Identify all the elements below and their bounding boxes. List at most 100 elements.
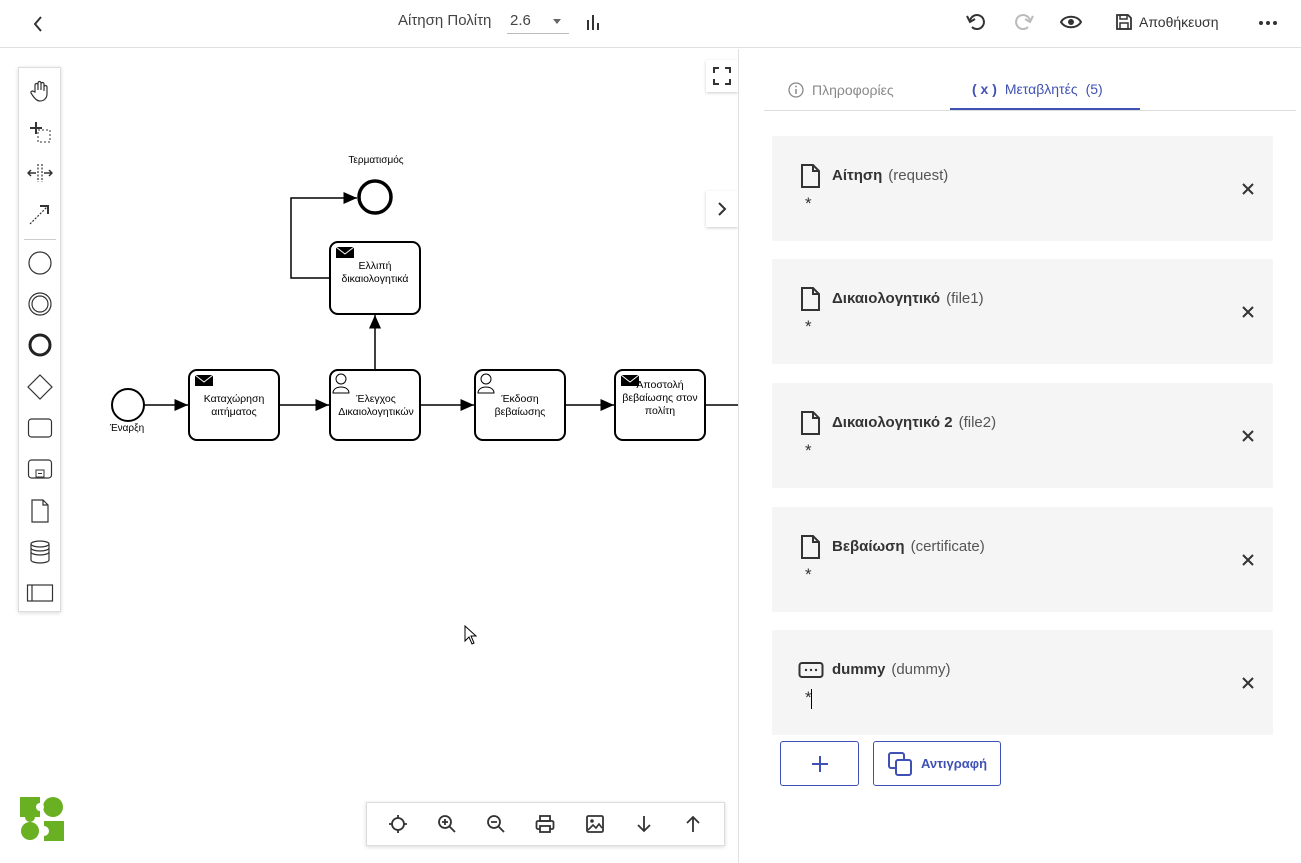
mouse-cursor-icon xyxy=(464,624,478,645)
export-image-button[interactable] xyxy=(579,808,611,840)
task-missing-documents[interactable]: Ελλιπή δικαιολογητικά xyxy=(329,241,421,315)
copy-button[interactable]: Αντιγραφή xyxy=(873,741,1001,786)
create-data-object[interactable] xyxy=(24,495,56,527)
intermediate-event-icon xyxy=(28,292,52,316)
redo-button[interactable] xyxy=(1011,9,1037,35)
center-button[interactable] xyxy=(382,808,414,840)
statistics-button[interactable] xyxy=(582,11,604,33)
sequence-flow[interactable] xyxy=(290,192,357,279)
start-event-label: Έναρξη xyxy=(109,423,144,434)
create-data-store[interactable] xyxy=(24,536,56,568)
variable-key: (certificate) xyxy=(910,538,985,555)
back-button[interactable] xyxy=(26,12,50,36)
delete-variable-button[interactable] xyxy=(1239,674,1257,692)
task-issue-certificate[interactable]: Έκδοση βεβαίωσης xyxy=(474,369,566,441)
tool-palette xyxy=(18,67,61,612)
data-object-icon xyxy=(31,499,49,523)
print-button[interactable] xyxy=(529,808,561,840)
task-send-certificate[interactable]: Αποστολή βεβαίωσης στον πολίτη xyxy=(614,369,706,441)
variable-name: Δικαιολογητικό 2(file2) xyxy=(832,414,997,431)
task-register-request[interactable]: Καταχώρηση αιτήματος xyxy=(188,369,280,441)
variable-card[interactable]: Δικαιολογητικό(file1) * xyxy=(772,259,1273,364)
undo-button[interactable] xyxy=(963,9,989,35)
properties-panel: Πληροφορίες ( x ) Μεταβλητές (5) Αίτηση(… xyxy=(738,49,1301,863)
arrow-down-icon xyxy=(637,816,651,833)
add-variable-button[interactable] xyxy=(780,741,859,786)
task-label: Ελλιπή xyxy=(359,260,392,272)
image-icon xyxy=(585,815,604,833)
end-event[interactable] xyxy=(357,179,393,215)
task-check-documents[interactable]: Έλεγχος Δικαιολογητικών xyxy=(329,369,421,441)
zoom-toolbar xyxy=(366,802,725,846)
redo-icon xyxy=(1015,14,1034,30)
task-label: Έκδοση xyxy=(500,393,539,405)
upload-button[interactable] xyxy=(677,808,709,840)
variable-card[interactable]: Δικαιολογητικό 2(file2) * xyxy=(772,383,1273,488)
task-label: βεβαίωσης xyxy=(495,406,546,418)
caret-down-icon xyxy=(553,19,561,24)
required-marker: * xyxy=(805,565,812,584)
required-marker: * xyxy=(805,317,812,336)
zoom-in-button[interactable] xyxy=(431,808,463,840)
more-options-button[interactable] xyxy=(1256,11,1280,35)
diagram-canvas[interactable]: Έναρξη Τερματισμός Καταχώρηση αιτήματος … xyxy=(0,49,738,863)
hand-icon xyxy=(30,80,48,102)
collapse-panel-button[interactable] xyxy=(706,191,738,227)
text-field-icon xyxy=(798,662,824,678)
delete-variable-button[interactable] xyxy=(1239,427,1257,445)
create-start-event[interactable] xyxy=(24,247,56,279)
tab-info-label: Πληροφορίες xyxy=(812,81,894,98)
lasso-tool[interactable] xyxy=(24,116,56,148)
task-label: βεβαίωσης στον xyxy=(622,392,697,404)
variable-key: (file2) xyxy=(958,414,997,431)
envelope-icon xyxy=(194,374,214,386)
download-button[interactable] xyxy=(628,808,660,840)
zoom-out-icon xyxy=(487,815,505,833)
version-value: 2.6 xyxy=(510,12,531,29)
save-button[interactable]: Αποθήκευση xyxy=(1115,10,1218,34)
process-title: Αίτηση Πολίτη xyxy=(398,12,492,29)
version-select[interactable]: 2.6 xyxy=(507,8,569,34)
close-icon xyxy=(1242,306,1254,318)
chevron-right-icon xyxy=(718,202,727,216)
delete-variable-button[interactable] xyxy=(1239,551,1257,569)
create-intermediate-event[interactable] xyxy=(24,288,56,320)
tab-info[interactable]: Πληροφορίες xyxy=(788,69,894,110)
tab-variables[interactable]: ( x ) Μεταβλητές (5) xyxy=(950,69,1140,110)
file-icon xyxy=(801,164,820,188)
preview-button[interactable] xyxy=(1058,9,1084,35)
variable-card[interactable]: Αίτηση(request) * xyxy=(772,136,1273,241)
task-label: δικαιολογητικά xyxy=(341,273,408,285)
close-icon xyxy=(1242,430,1254,442)
file-icon xyxy=(801,535,820,559)
save-label: Αποθήκευση xyxy=(1139,14,1219,30)
close-icon xyxy=(1242,183,1254,195)
delete-variable-button[interactable] xyxy=(1239,180,1257,198)
hand-tool[interactable] xyxy=(24,75,56,107)
variable-name: Βεβαίωση(certificate) xyxy=(832,538,985,555)
task-label: πολίτη xyxy=(645,405,675,417)
create-gateway[interactable] xyxy=(24,371,56,403)
variable-key: (request) xyxy=(888,167,949,184)
eye-icon xyxy=(1060,15,1082,29)
create-end-event[interactable] xyxy=(24,329,56,361)
create-task[interactable] xyxy=(24,412,56,444)
zoom-out-button[interactable] xyxy=(480,808,512,840)
fullscreen-button[interactable] xyxy=(706,60,738,92)
bpmn-diagram[interactable]: Έναρξη Τερματισμός Καταχώρηση αιτήματος … xyxy=(0,49,738,863)
connect-tool[interactable] xyxy=(24,198,56,230)
create-subprocess[interactable] xyxy=(24,453,56,485)
task-label: Έλεγχος xyxy=(355,393,396,405)
tab-variables-label: Μεταβλητές xyxy=(1004,80,1078,97)
required-marker: * xyxy=(805,688,812,709)
variable-card[interactable]: dummy(dummy) * xyxy=(772,630,1273,735)
variable-card[interactable]: Βεβαίωση(certificate) * xyxy=(772,507,1273,612)
delete-variable-button[interactable] xyxy=(1239,303,1257,321)
task-label: Αποστολή xyxy=(636,379,683,391)
file-icon xyxy=(801,411,820,435)
variable-key: (dummy) xyxy=(891,661,951,678)
start-event[interactable] xyxy=(111,388,145,422)
create-pool[interactable] xyxy=(24,577,56,609)
end-event-icon xyxy=(28,333,52,357)
space-tool[interactable] xyxy=(24,157,56,189)
